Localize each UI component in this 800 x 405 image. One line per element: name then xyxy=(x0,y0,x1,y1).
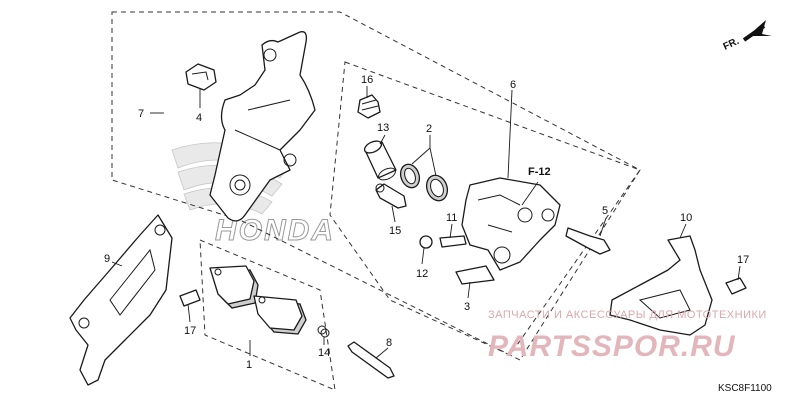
arrow-shaft xyxy=(742,24,766,42)
leader-11 xyxy=(449,223,453,239)
callout-17-right: 17 xyxy=(737,254,749,266)
caliper-bracket xyxy=(209,31,316,222)
pin-bolt xyxy=(375,183,407,209)
callout-13: 13 xyxy=(377,122,389,134)
brake-pad-set xyxy=(209,265,327,335)
watermark-tagline: ЗАПЧАСТИ И АКСЕССУАРЫ ДЛЯ МОТОТЕХНИКИ xyxy=(488,309,767,321)
callout-14: 14 xyxy=(318,347,330,359)
piston xyxy=(363,140,397,181)
pin-5 xyxy=(565,227,611,255)
callout-2: 2 xyxy=(426,123,432,135)
caliper-body-box xyxy=(329,61,641,356)
callout-1: 1 xyxy=(246,359,252,371)
callout-16: 16 xyxy=(361,74,373,86)
callout-6: 6 xyxy=(510,79,516,91)
caliper-body xyxy=(461,177,561,271)
callout-15: 15 xyxy=(389,225,401,237)
boot-16 xyxy=(357,94,381,119)
callout-10: 10 xyxy=(680,212,692,224)
leader-3 xyxy=(467,281,471,299)
leader-8 xyxy=(375,347,389,359)
leader-6 xyxy=(507,89,513,179)
leader-f12 xyxy=(521,181,539,206)
leader-17-right xyxy=(737,265,741,281)
callout-12: 12 xyxy=(416,268,428,280)
leader-12 xyxy=(421,247,425,265)
leader-10 xyxy=(679,223,687,239)
pad-pin xyxy=(347,341,395,379)
callout-9: 9 xyxy=(104,253,110,265)
caliper-assembly-box xyxy=(111,11,641,361)
leader-2 xyxy=(411,135,437,177)
callout-17-left: 17 xyxy=(184,325,196,337)
bolt-17-left xyxy=(179,289,201,307)
front-direction-marker: FR. xyxy=(722,20,772,53)
leader-5 xyxy=(599,217,607,237)
callout-4: 4 xyxy=(196,112,202,124)
hose-guide xyxy=(609,235,713,336)
callout-11: 11 xyxy=(446,212,457,224)
callout-5: 5 xyxy=(602,205,608,217)
bolt-17-right xyxy=(725,277,747,295)
piston-seals xyxy=(399,163,449,202)
front-marker-label: FR. xyxy=(722,36,741,53)
drawing-code: KSC8F1100 xyxy=(718,383,772,394)
leader-13 xyxy=(379,134,386,145)
leader-17-left xyxy=(187,303,191,323)
leader-15 xyxy=(391,205,396,223)
pad-spring xyxy=(455,265,495,285)
leader-9 xyxy=(111,261,123,267)
callout-8: 8 xyxy=(386,337,392,349)
callout-7: 7 xyxy=(138,108,144,120)
caliper-guard xyxy=(69,214,173,386)
bleeder-valve xyxy=(419,235,467,249)
pad-clip xyxy=(185,63,217,91)
figure-reference: F-12 xyxy=(528,166,551,178)
washer-14 xyxy=(320,328,330,338)
watermark-site: PARTSSPOR.RU xyxy=(488,330,736,363)
callout-3: 3 xyxy=(464,301,470,313)
